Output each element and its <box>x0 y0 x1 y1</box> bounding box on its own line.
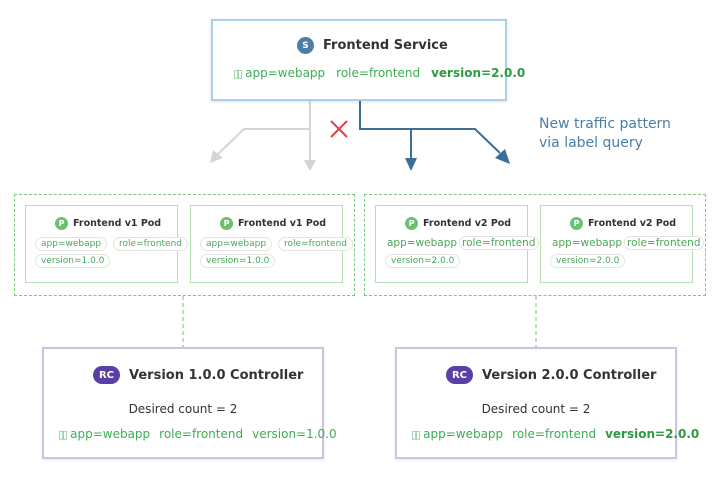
controller-v2-box[interactable]: RC Version 2.0.0 Controller Desired coun… <box>395 347 699 459</box>
annotation-line-1: New traffic pattern <box>539 116 671 132</box>
pod-title: Frontend v2 Pod <box>588 218 677 229</box>
pod-label-role: role=frontend <box>113 237 188 251</box>
controller-labels: ▯▯ app=webapp role=frontend version=2.0.… <box>411 427 699 441</box>
service-label-role: role=frontend <box>336 66 421 80</box>
pod-label-app: app=webapp <box>35 237 108 251</box>
pod-card[interactable]: P Frontend v2 Pod app=webapp role=fronte… <box>375 205 539 283</box>
service-header: S Frontend Service <box>297 37 448 54</box>
controller-label-role: role=frontend <box>512 427 597 441</box>
pod-badge: P <box>220 217 233 230</box>
pod-label-version: version=1.0.0 <box>200 254 276 268</box>
service-badge: S <box>297 37 314 54</box>
controller-title: Version 1.0.0 Controller <box>129 367 304 383</box>
desired-count: Desired count = 2 <box>128 402 238 416</box>
controller-label-version: version=1.0.0 <box>252 427 337 441</box>
pod-title: Frontend v2 Pod <box>423 218 512 229</box>
new-arrowhead-down <box>405 158 417 171</box>
service-labels: ▯▯ app=webapp role=frontend version=2.0.… <box>233 66 525 80</box>
service-label-app: app=webapp <box>245 66 326 80</box>
blocked-x-icon <box>330 120 348 138</box>
new-route-path <box>359 101 501 154</box>
controller-header: RC Version 1.0.0 Controller <box>93 366 303 384</box>
pod-label-role: role=frontend <box>278 237 353 251</box>
rc-badge: RC <box>93 366 120 384</box>
controller-label-version: version=2.0.0 <box>605 427 700 441</box>
pod-badge: P <box>570 217 583 230</box>
pod-label-app: app=webapp <box>385 237 460 249</box>
tag-icon: ▯▯ <box>411 427 421 441</box>
traffic-annotation: New traffic pattern via label query <box>539 115 671 153</box>
pod-title: Frontend v1 Pod <box>238 218 327 229</box>
new-arrowhead-right <box>495 149 510 164</box>
pod-label-version: version=2.0.0 <box>385 254 461 268</box>
old-traffic-arrows <box>216 101 311 162</box>
pod-title: Frontend v1 Pod <box>73 218 162 229</box>
pod-group-v2 <box>364 194 706 296</box>
pod-label-role: role=frontend <box>459 236 539 250</box>
desired-count: Desired count = 2 <box>481 402 591 416</box>
controller-label-app: app=webapp <box>70 427 151 441</box>
pod-card[interactable]: P Frontend v1 Pod app=webapp role=fronte… <box>25 205 188 283</box>
pod-card[interactable]: P Frontend v2 Pod app=webapp role=fronte… <box>540 205 704 283</box>
pod-group-v1 <box>14 194 355 296</box>
service-label-version: version=2.0.0 <box>431 66 526 80</box>
frontend-service-box[interactable]: S Frontend Service ▯▯ app=webapp role=fr… <box>211 19 525 101</box>
pod-badge: P <box>405 217 418 230</box>
pod-card[interactable]: P Frontend v1 Pod app=webapp role=fronte… <box>190 205 353 283</box>
controller-labels: ▯▯ app=webapp role=frontend version=1.0.… <box>58 427 337 441</box>
pod-label-role: role=frontend <box>624 236 704 250</box>
rc-badge: RC <box>446 366 473 384</box>
pod-label-app: app=webapp <box>550 237 625 249</box>
old-route-path <box>216 101 311 156</box>
controller-v1-box[interactable]: RC Version 1.0.0 Controller Desired coun… <box>42 347 337 459</box>
tag-icon: ▯▯ <box>233 66 243 80</box>
annotation-line-2: via label query <box>539 135 643 151</box>
tag-icon: ▯▯ <box>58 427 68 441</box>
pod-label-app: app=webapp <box>200 237 273 251</box>
controller-label-app: app=webapp <box>423 427 504 441</box>
service-title: Frontend Service <box>323 38 448 53</box>
old-arrowhead-left <box>210 150 223 163</box>
pod-label-version: version=2.0.0 <box>550 254 626 268</box>
pod-badge: P <box>55 217 68 230</box>
controller-header: RC Version 2.0.0 Controller <box>446 366 656 384</box>
controller-label-role: role=frontend <box>159 427 244 441</box>
new-traffic-arrows <box>359 101 501 160</box>
old-arrowhead-down <box>304 160 316 171</box>
pod-label-version: version=1.0.0 <box>35 254 111 268</box>
controller-title: Version 2.0.0 Controller <box>482 367 657 383</box>
